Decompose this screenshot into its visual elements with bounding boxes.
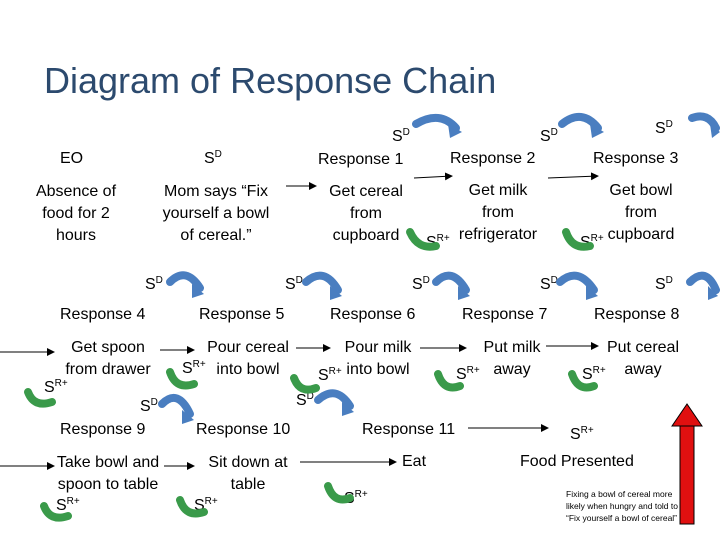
response-1-label: Response 1 — [318, 151, 404, 168]
response-7-text: Put milk away — [483, 339, 541, 378]
eo-label: EO — [60, 150, 84, 167]
sd-arrow — [302, 271, 342, 294]
note-line: “Fix yourself a bowl of cereal” — [566, 513, 678, 523]
sr-label: SR+ — [44, 378, 68, 396]
response-1-text: Get cereal from cupboard — [329, 183, 403, 244]
eo-text: Absence of food for 2 hours — [35, 183, 117, 244]
response-9-label: Response 9 — [60, 421, 146, 438]
response-10-text: Sit down at table — [208, 454, 288, 493]
sd-arrowhead — [182, 410, 194, 424]
sd-arrow — [556, 271, 598, 294]
sd-label: SD — [655, 119, 673, 137]
sr-label: SR+ — [582, 365, 606, 383]
sd-arrow — [432, 271, 470, 294]
sd-label: SD — [145, 275, 163, 293]
sd-label-top: SD — [204, 149, 222, 167]
sd-label: SD — [140, 397, 158, 415]
sd-arrowhead — [586, 286, 598, 300]
sr-label: SR+ — [194, 496, 218, 514]
arrow-line — [547, 172, 599, 181]
response-7-label: Response 7 — [462, 306, 548, 323]
sr-label: SR+ — [318, 366, 342, 384]
sd-label: SD — [392, 127, 410, 145]
response-11-label: Response 11 — [362, 421, 456, 438]
response-5-label: Response 5 — [199, 306, 285, 323]
sr-label: SR+ — [426, 233, 450, 251]
sd-arrowhead — [192, 284, 204, 298]
sr-label: SR+ — [570, 425, 594, 443]
response-10-label: Response 10 — [196, 421, 291, 438]
response-11-text: Eat — [402, 453, 427, 470]
sd-arrowhead — [590, 124, 604, 138]
sd-arrowhead — [448, 124, 462, 138]
food-presented-label: Food Presented — [520, 453, 634, 470]
response-8-text: Put cereal away — [606, 339, 680, 378]
response-4-text: Get spoon from drawer — [65, 339, 151, 378]
sr-label: SR+ — [344, 489, 368, 507]
sd-arrow — [412, 114, 460, 132]
sr-label: SR+ — [456, 365, 480, 383]
sd-arrow — [166, 271, 204, 292]
sd-arrowhead — [342, 402, 354, 416]
sd-arrowhead — [458, 286, 470, 300]
sd-label: SD — [285, 275, 303, 293]
response-4-label: Response 4 — [60, 306, 146, 323]
response-8-label: Response 8 — [594, 306, 680, 323]
response-6-label: Response 6 — [330, 306, 416, 323]
sd-top-text: Mom says “Fix yourself a bowl of cereal.… — [162, 183, 270, 244]
sd-label: SD — [540, 127, 558, 145]
sd-arrowhead — [710, 124, 720, 138]
sd-arrow — [688, 112, 720, 132]
sd-arrowhead — [708, 286, 718, 300]
sd-arrow — [558, 113, 602, 132]
sr-label: SR+ — [580, 233, 604, 251]
response-5-text: Pour cereal into bowl — [207, 339, 289, 378]
response-2-text: Get milk from refrigerator — [458, 182, 538, 243]
diagram-title: Diagram of Response Chain — [44, 60, 497, 101]
response-2-label: Response 2 — [450, 150, 536, 167]
sd-label: SD — [655, 275, 673, 293]
response-9-text: Take bowl and spoon to table — [54, 452, 162, 496]
sd-arrow — [686, 271, 720, 294]
sd-label: SD — [412, 275, 430, 293]
sd-label: SD — [296, 391, 314, 409]
note-text: Fixing a bowl of cereal more likely when… — [566, 488, 678, 524]
sd-label: SD — [540, 275, 558, 293]
response-9-text-value: Take bowl and spoon to table — [56, 454, 160, 493]
note-line: likely when hungry and told to — [566, 501, 678, 511]
sr-arrow — [290, 374, 320, 394]
response-6-text: Pour milk into bowl — [344, 339, 412, 378]
response-3-label: Response 3 — [593, 150, 679, 167]
note-line: Fixing a bowl of cereal more — [566, 489, 673, 499]
sd-arrow — [314, 389, 354, 410]
sd-arrowhead — [330, 286, 342, 300]
sr-label: SR+ — [182, 359, 206, 377]
sd-arrow — [158, 393, 194, 418]
sr-label: SR+ — [56, 496, 80, 514]
arrow-line — [413, 172, 453, 181]
response-3-text: Get bowl from cupboard — [607, 182, 675, 243]
